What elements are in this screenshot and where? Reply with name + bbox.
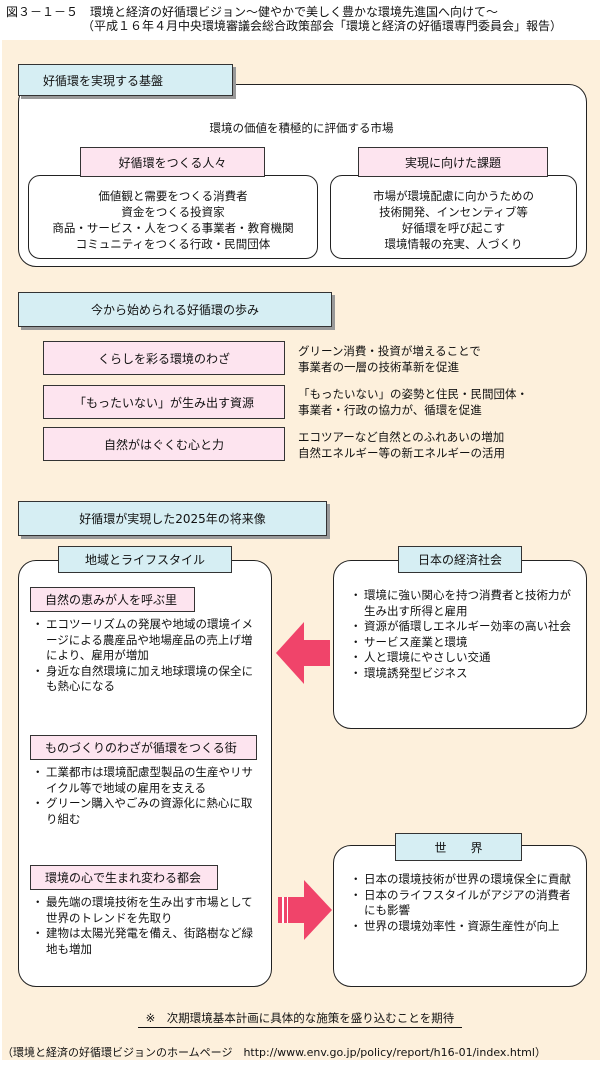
region-block-title: ものづくりのわざが循環をつくる街: [30, 735, 257, 760]
step-desc-line: 事業者・行政の協力が、循環を促進: [298, 403, 482, 417]
people-line: コミュニティをつくる行政・民間団体: [75, 237, 271, 251]
step-desc: エコツアーなど自然とのふれあいの増加自然エネルギー等の新エネルギーの活用: [298, 429, 505, 461]
issues-line: 好循環を呼び起こす: [401, 221, 506, 235]
region-item: 最先端の環境技術を生み出す市場として世界のトレンドを先取り: [32, 895, 258, 926]
world-item: 日本の環境技術が世界の環境保全に貢献: [350, 872, 576, 888]
region-item: 建物は太陽光発電を備え、街路樹など緑地も増加: [32, 926, 258, 957]
step-desc-line: グリーン消費・投資が増えることで: [298, 344, 481, 358]
figure-subtitle: （平成１６年４月中央環境審議会総合政策部会「環境と経済の好循環専門委員会」報告）: [82, 19, 563, 33]
note-wrap: ※ 次期環境基本計画に具体的な施策を盛り込むことを期待: [0, 1010, 600, 1028]
step-desc-line: 自然エネルギー等の新エネルギーの活用: [298, 446, 505, 460]
region-block-title: 自然の恵みが人を呼ぶ里: [30, 587, 195, 612]
steps-header: 今から始められる好循環の歩み: [18, 292, 332, 327]
issues-box: 市場が環境配慮に向かうための 技術開発、インセンティブ等 好循環を呼び起こす 環…: [330, 175, 577, 259]
region-block-title: 環境の心で生まれ変わる都会: [30, 865, 218, 890]
step-desc: 「もったいない」の姿勢と住民・民間団体・事業者・行政の協力が、循環を促進: [298, 386, 528, 418]
step-label: くらしを彩る環境のわざ: [43, 341, 285, 375]
expectation-note: ※ 次期環境基本計画に具体的な施策を盛り込むことを期待: [137, 1011, 463, 1028]
step-label: 「もったいない」が生み出す資源: [43, 385, 285, 419]
issues-line: 技術開発、インセンティブ等: [379, 205, 528, 219]
region-item: エコツーリズムの発展や地域の環境イメージによる農産品や地場産品の売上げ増により、…: [32, 617, 258, 664]
people-line: 価値観と需要をつくる消費者: [98, 189, 248, 203]
people-line: 資金をつくる投資家: [121, 205, 225, 219]
right-arrow-icon: [278, 880, 332, 940]
issues-line: 市場が環境配慮に向かうための: [373, 189, 534, 203]
economy-item: 資源が循環しエネルギー効率の高い社会: [350, 619, 576, 635]
step-desc: グリーン消費・投資が増えることで事業者の一層の技術革新を促進: [298, 343, 481, 375]
economy-item: 人と環境にやさしい交通: [350, 650, 576, 666]
people-header: 好循環をつくる人々: [80, 147, 265, 177]
region-item: 工業都市は環境配慮型製品の生産やリサイクル等で地域の雇用を支える: [32, 765, 258, 796]
people-box: 価値観と需要をつくる消費者 資金をつくる投資家 商品・サービス・人をつくる事業者…: [28, 175, 318, 259]
economy-item: サービス産業と環境: [350, 635, 576, 651]
future-header: 好循環が実現した2025年の将来像: [18, 501, 327, 536]
economy-item: 環境に強い関心を持つ消費者と技術力が生み出す所得と雇用: [350, 588, 576, 619]
world-item: 日本のライフスタイルがアジアの消費者にも影響: [350, 888, 576, 919]
step-desc-line: 「もったいない」の姿勢と住民・民間団体・: [298, 387, 528, 401]
step-label: 自然がはぐくむ心と力: [43, 427, 285, 461]
step-desc-line: エコツアーなど自然とのふれあいの増加: [298, 430, 505, 444]
region-item: グリーン購入やごみの資源化に熱心に取り組む: [32, 796, 258, 827]
issues-line: 環境情報の充実、人づくり: [384, 237, 523, 251]
issues-header: 実現に向けた課題: [358, 147, 548, 177]
world-header: 世 界: [395, 833, 522, 861]
foundation-header: 好循環を実現する基盤: [18, 64, 233, 96]
region-header: 地域とライフスタイル: [58, 546, 232, 573]
people-line: 商品・サービス・人をつくる事業者・教育機関: [52, 221, 294, 235]
market-text: 環境の価値を積極的に評価する市場: [209, 121, 394, 135]
source-reference: （環境と経済の好循環ビジョンのホームページ http://www.env.go.…: [2, 1046, 546, 1059]
left-arrow-icon: [276, 622, 330, 684]
figure-title: 図３－１－５ 環境と経済の好循環ビジョン～健やかで美しく豊かな環境先進国へ向けて…: [6, 5, 499, 19]
economy-header: 日本の経済社会: [398, 546, 522, 573]
step-desc-line: 事業者の一層の技術革新を促進: [298, 360, 459, 374]
world-item: 世界の環境効率性・資源生産性が向上: [350, 919, 576, 935]
economy-item: 環境誘発型ビジネス: [350, 666, 576, 682]
region-item: 身近な自然環境に加え地球環境の保全にも熱心になる: [32, 664, 258, 695]
